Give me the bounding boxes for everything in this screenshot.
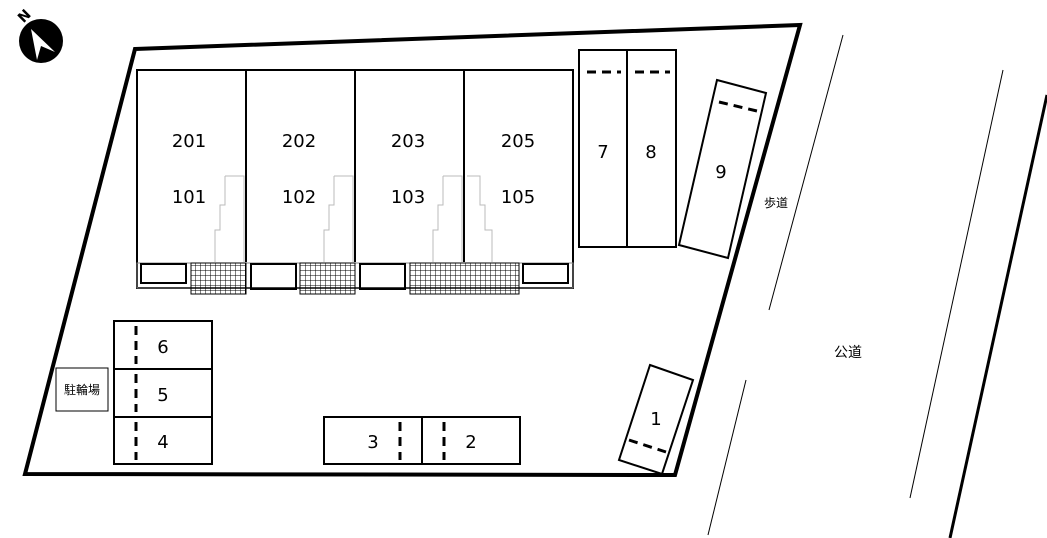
entry-box (359, 263, 406, 290)
parking-label-8: 8 (645, 142, 656, 163)
compass-arrow-icon (31, 29, 55, 60)
parking-stop-line (718, 100, 758, 113)
parking-label-6: 6 (157, 337, 168, 358)
parking-label-4: 4 (157, 432, 168, 453)
unit-label-upper: 202 (282, 131, 316, 152)
parking-label-1: 1 (650, 409, 661, 430)
staircase (225, 175, 245, 262)
parking-spaces-7-8: 7 8 (578, 49, 677, 248)
unit-label-upper: 205 (501, 131, 535, 152)
staircase (334, 175, 354, 262)
parking-stop-line (628, 438, 667, 454)
parking-space-8 (626, 49, 677, 248)
parking-space-2 (421, 416, 521, 465)
parking-label-5: 5 (157, 385, 168, 406)
parking-space-1-outline (617, 363, 695, 476)
staircase (214, 176, 226, 262)
bicycle-parking: 駐輪場 (55, 367, 109, 412)
parking-space-9: 9 (677, 78, 768, 260)
parking-label-3: 3 (367, 432, 378, 453)
unit-label-lower: 103 (391, 187, 425, 208)
bicycle-parking-label: 駐輪場 (64, 382, 100, 397)
unit-label-lower: 105 (501, 187, 535, 208)
entry-box (250, 263, 297, 290)
parking-label-2: 2 (465, 432, 476, 453)
unit-label-lower: 102 (282, 187, 316, 208)
unit-label-lower: 101 (172, 187, 206, 208)
staircases (214, 175, 493, 262)
road-line-center (909, 69, 1004, 499)
grated-walkway (190, 262, 247, 295)
staircase (323, 176, 335, 262)
bicycle-parking-box (55, 367, 109, 412)
apartment-building: 201 101 202 102 203 103 205 105 (136, 69, 574, 295)
unit-label-upper: 203 (391, 131, 425, 152)
parking-spaces-6-5-4: 6 5 4 (113, 320, 213, 465)
public-road-label: 公道 (834, 345, 862, 361)
property-boundary (22, 22, 803, 478)
compass: N (15, 7, 63, 63)
staircase (443, 175, 463, 262)
sidewalk-label: 歩道 (764, 195, 788, 210)
staircase (467, 175, 493, 262)
staircase (432, 176, 444, 262)
parking-space-9-outline (677, 78, 768, 260)
grated-walkway (299, 262, 356, 295)
road-line-sidewalk-inner-lower (707, 379, 747, 536)
parking-space-4 (113, 416, 213, 465)
parking-label-9: 9 (715, 162, 726, 183)
parking-label-7: 7 (597, 142, 608, 163)
road-lines (707, 34, 1047, 538)
parking-spaces-3-2: 3 2 (323, 416, 521, 465)
entry-box (522, 263, 569, 284)
parking-space-1: 1 (617, 363, 695, 476)
road-line-sidewalk-inner-upper (768, 34, 844, 311)
grated-walkway (409, 262, 520, 295)
road-line-far-edge (948, 94, 1047, 538)
unit-label-upper: 201 (172, 131, 206, 152)
entry-box (140, 263, 187, 284)
